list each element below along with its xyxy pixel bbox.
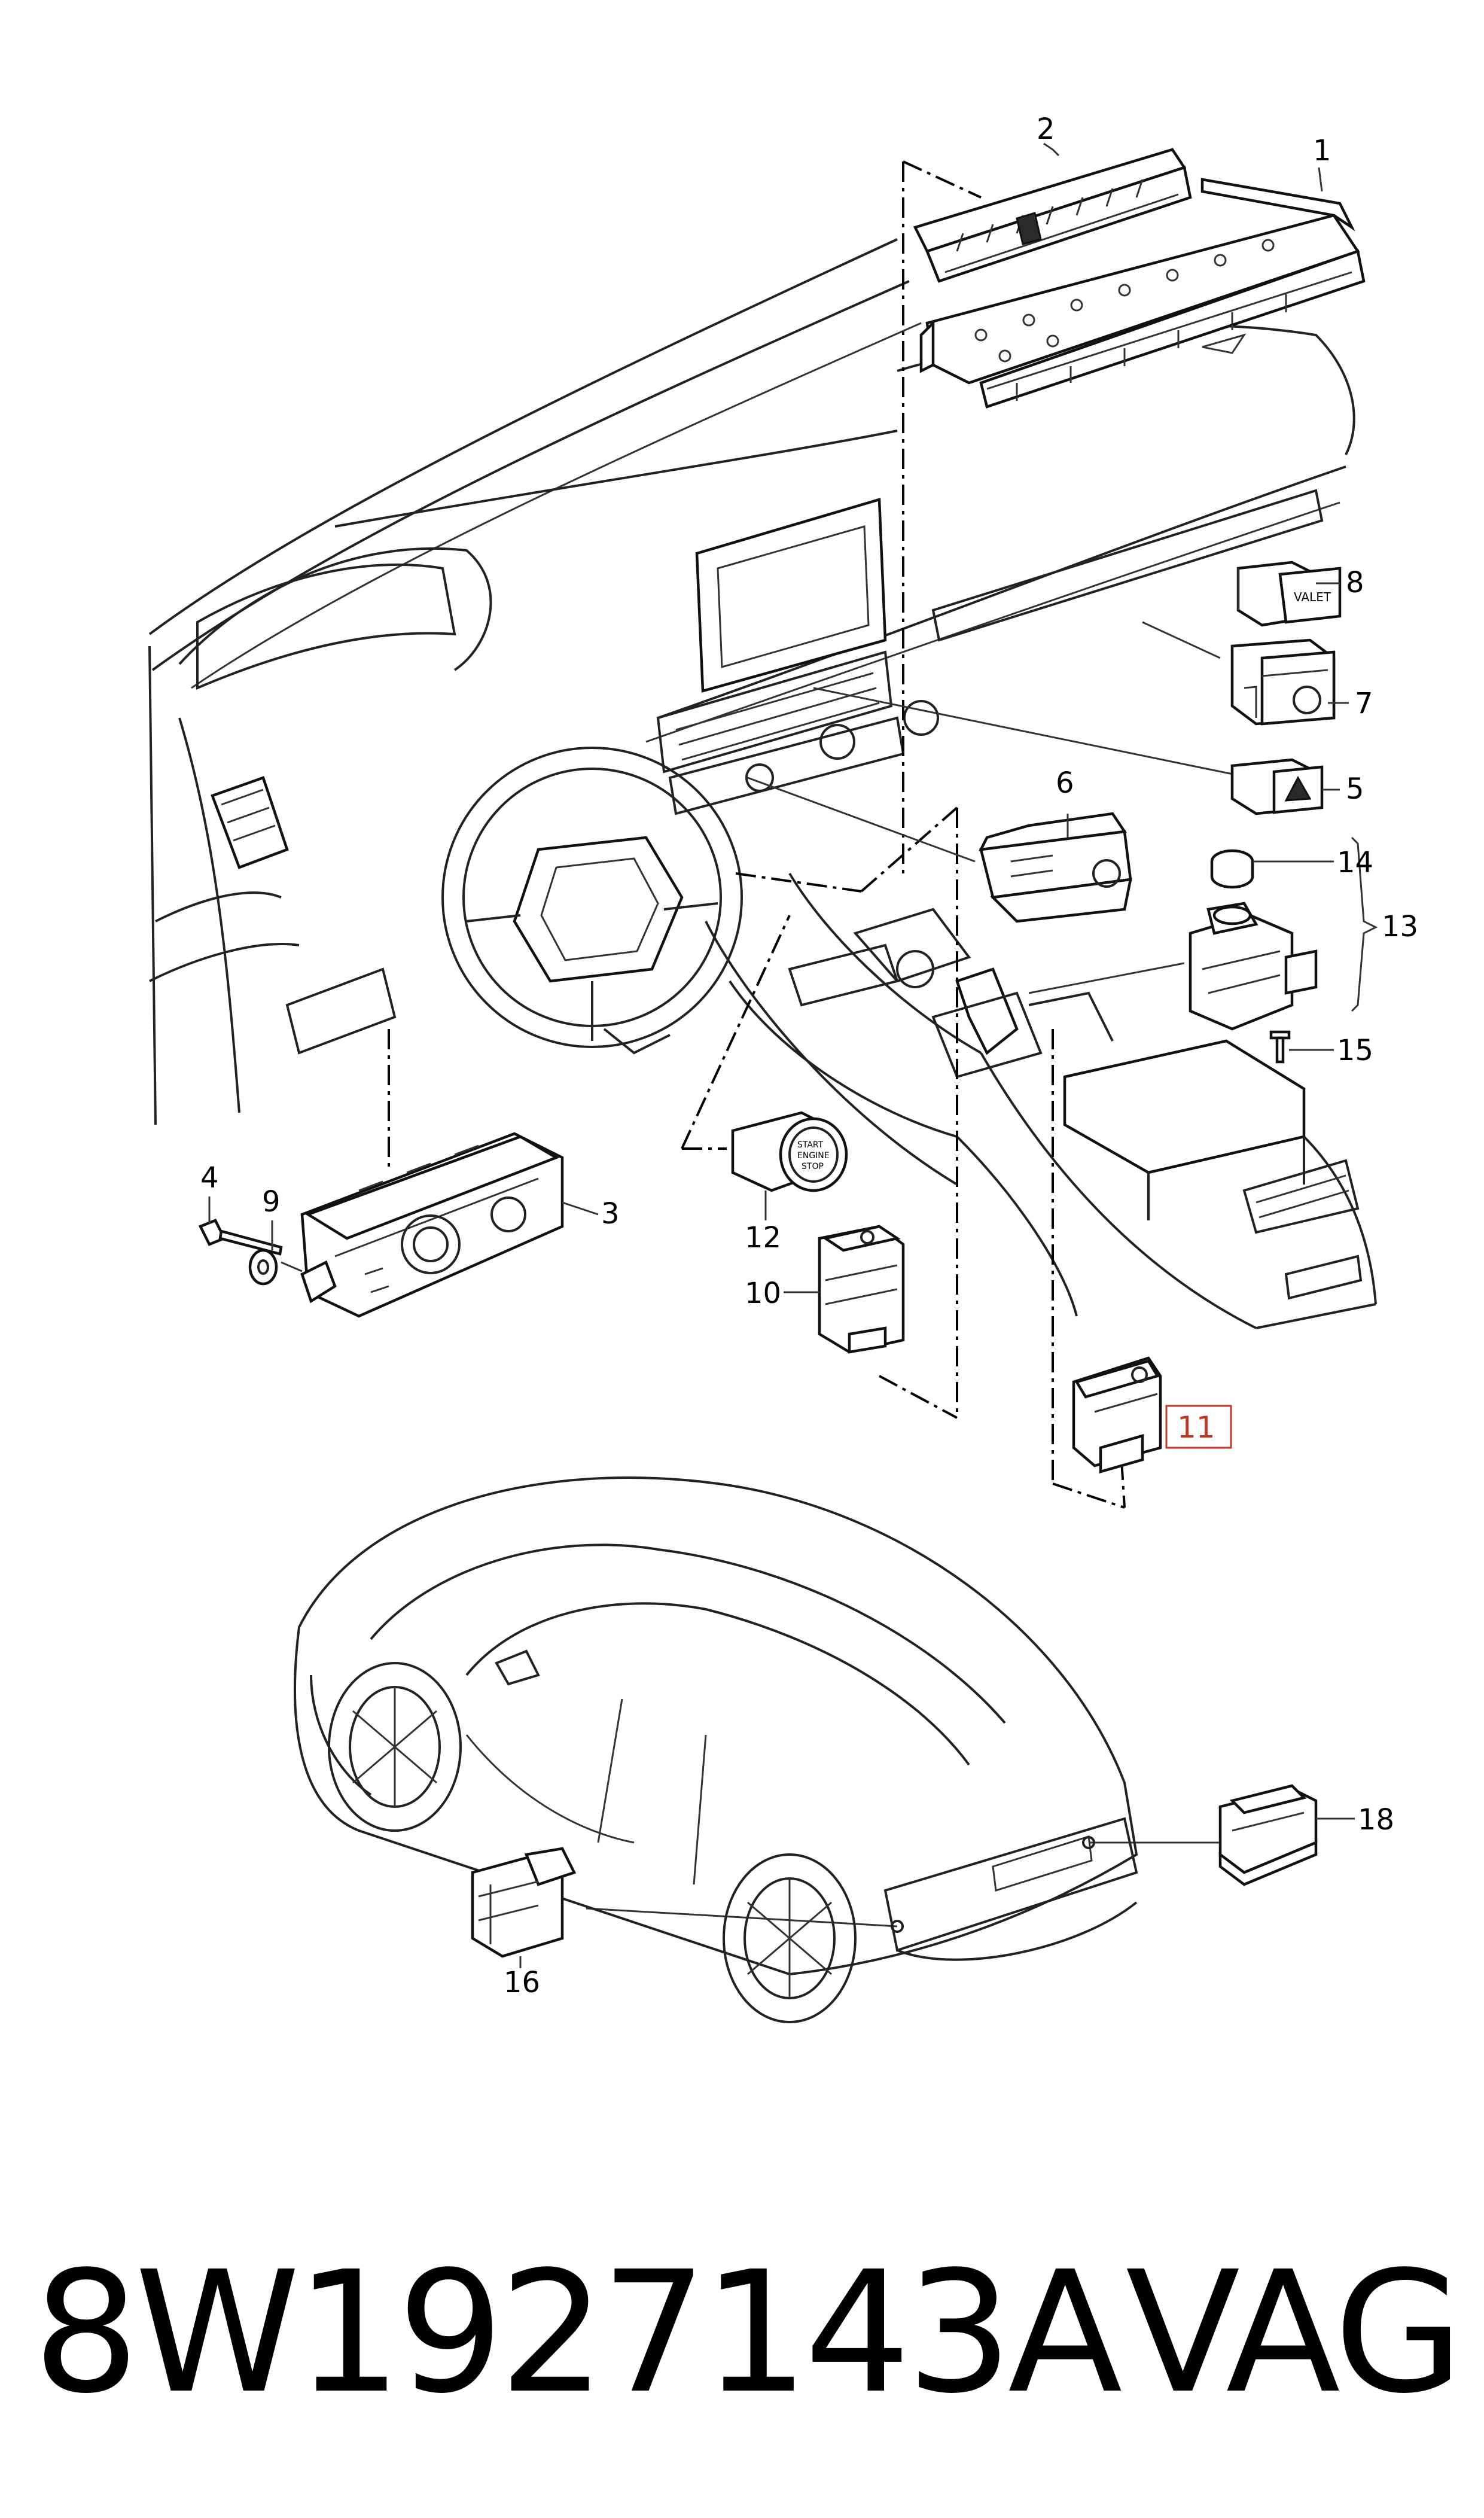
callout-12: 12 <box>745 1221 781 1255</box>
part-5-hazard-switch[interactable] <box>1230 758 1324 815</box>
start-label: START <box>797 1140 824 1150</box>
stop-label: STOP <box>802 1162 824 1171</box>
leader-lines <box>388 160 1251 1928</box>
leader-4-9 <box>281 1261 303 1272</box>
part-10-switch[interactable] <box>818 1225 905 1354</box>
callout-11: 11 <box>1177 1410 1215 1445</box>
part-3-light-switch[interactable] <box>300 1132 564 1318</box>
car-illustration <box>294 1476 1138 2023</box>
part-16-switch[interactable] <box>471 1847 577 1958</box>
callout-10: 10 <box>745 1277 781 1310</box>
part-2-panel-bracket[interactable] <box>913 148 1192 283</box>
part-9-washer[interactable] <box>248 1249 278 1286</box>
part-4-bolt[interactable] <box>198 1219 283 1256</box>
part-13-mmi-controller[interactable] <box>1189 902 1318 1031</box>
callout-9: 9 <box>262 1185 281 1219</box>
callout-11-highlight-box <box>1165 1405 1232 1449</box>
bracket-13 <box>1351 836 1378 1012</box>
part-12-start-stop-button[interactable]: START ENGINE STOP <box>731 1111 848 1192</box>
part-number: 8W1927143A <box>33 2236 1123 2431</box>
brand-label: VAG <box>1125 2236 1464 2431</box>
part-15-screw[interactable] <box>1269 1030 1291 1064</box>
valet-switch-text: VALET <box>1294 590 1331 604</box>
callout-3: 3 <box>601 1197 620 1231</box>
part-18-switch[interactable] <box>1218 1784 1318 1886</box>
part-6-control-module[interactable] <box>979 812 1132 923</box>
dashboard-illustration <box>148 238 1377 1329</box>
part-1-switch-panel[interactable] <box>919 178 1366 409</box>
callout-labels: 2 1 8 7 5 6 14 13 15 4 9 3 12 10 11 18 1… <box>200 112 1418 1999</box>
callout-8: 8 <box>1346 566 1364 599</box>
callout-2: 2 <box>1037 112 1055 146</box>
part-14-rotary-knob[interactable] <box>1210 849 1254 889</box>
callout-6: 6 <box>1056 766 1074 800</box>
part-7-switch-module[interactable] <box>1230 638 1336 726</box>
callout-14: 14 <box>1337 846 1373 879</box>
callout-15: 15 <box>1337 1034 1373 1067</box>
part-11-switch[interactable] <box>1072 1356 1162 1473</box>
callout-18: 18 <box>1358 1803 1394 1837</box>
callout-1: 1 <box>1313 134 1331 168</box>
callout-4: 4 <box>200 1161 219 1195</box>
callout-13: 13 <box>1382 910 1418 943</box>
part-8-valet-switch[interactable]: VALET <box>1236 561 1342 627</box>
callout-7: 7 <box>1355 687 1373 720</box>
callout-16: 16 <box>504 1966 540 1999</box>
callout-leaders <box>208 142 1355 1968</box>
callout-5: 5 <box>1346 772 1364 806</box>
engine-label: ENGINE <box>797 1151 830 1161</box>
